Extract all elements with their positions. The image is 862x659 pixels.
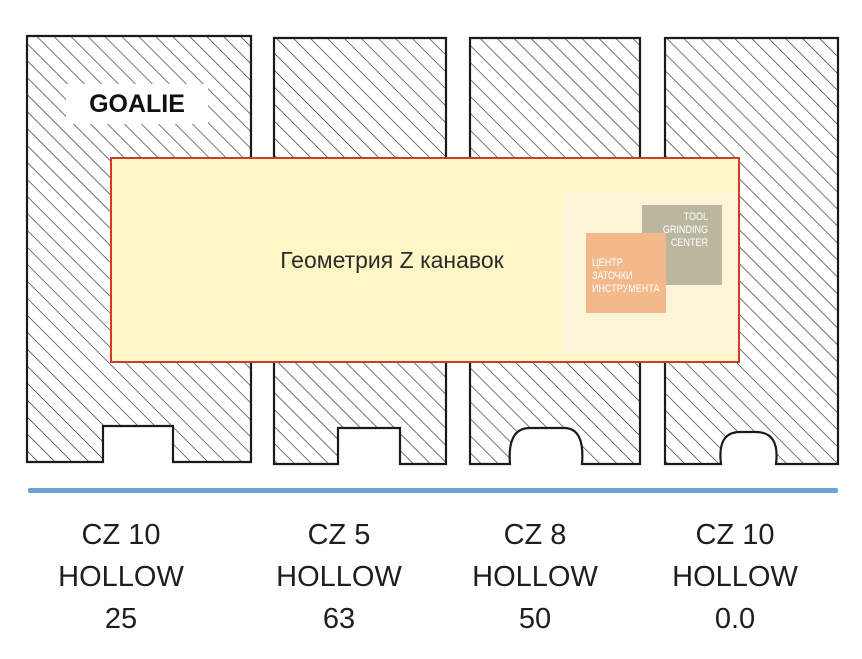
profile-type: HOLLOW [58,561,184,593]
caption-box: Геометрия Z канавок TOOL GRINDING CENTER… [110,157,740,363]
profile-value: 25 [104,603,138,635]
profile-name: CZ 10 [81,519,161,551]
profile-label-3: CZ 8 HOLLOW 50 [445,514,625,640]
profile-name: CZ 5 [307,519,371,551]
logo-text-ru: ЦЕНТР ЗАТОЧКИ ИНСТРУМЕНТА [592,257,660,296]
profile-type: HOLLOW [472,561,598,593]
logo-ru-line-1: ЦЕНТР [592,257,623,269]
tool-grinding-center-logo: TOOL GRINDING CENTER ЦЕНТР ЗАТОЧКИ ИНСТР… [562,193,738,353]
profile-label-1: CZ 10 HOLLOW 25 [31,514,211,640]
logo-ru-line-3: ИНСТРУМЕНТА [592,283,660,295]
logo-ru-line-2: ЗАТОЧКИ [592,270,633,282]
logo-en-line-3: CENTER [670,237,708,249]
logo-orange-block [586,233,666,313]
caption-title: Геометрия Z канавок [280,247,504,273]
profile-value: 50 [518,603,552,635]
logo-text-en: TOOL GRINDING CENTER [663,211,708,250]
logo-en-line-2: GRINDING [662,224,708,236]
profile-value: 0.0 [714,603,756,635]
profile-name: CZ 8 [503,519,567,551]
profile-type: HOLLOW [276,561,402,593]
profile-value: 63 [322,603,356,635]
profile-type: HOLLOW [672,561,798,593]
profile-label-2: CZ 5 HOLLOW 63 [249,514,429,640]
divider-line [28,488,838,493]
profile-name: CZ 10 [695,519,775,551]
profile-label-4: CZ 10 HOLLOW 0.0 [645,514,825,640]
goalie-label: GOALIE [66,84,208,124]
logo-en-line-1: TOOL [683,211,708,223]
